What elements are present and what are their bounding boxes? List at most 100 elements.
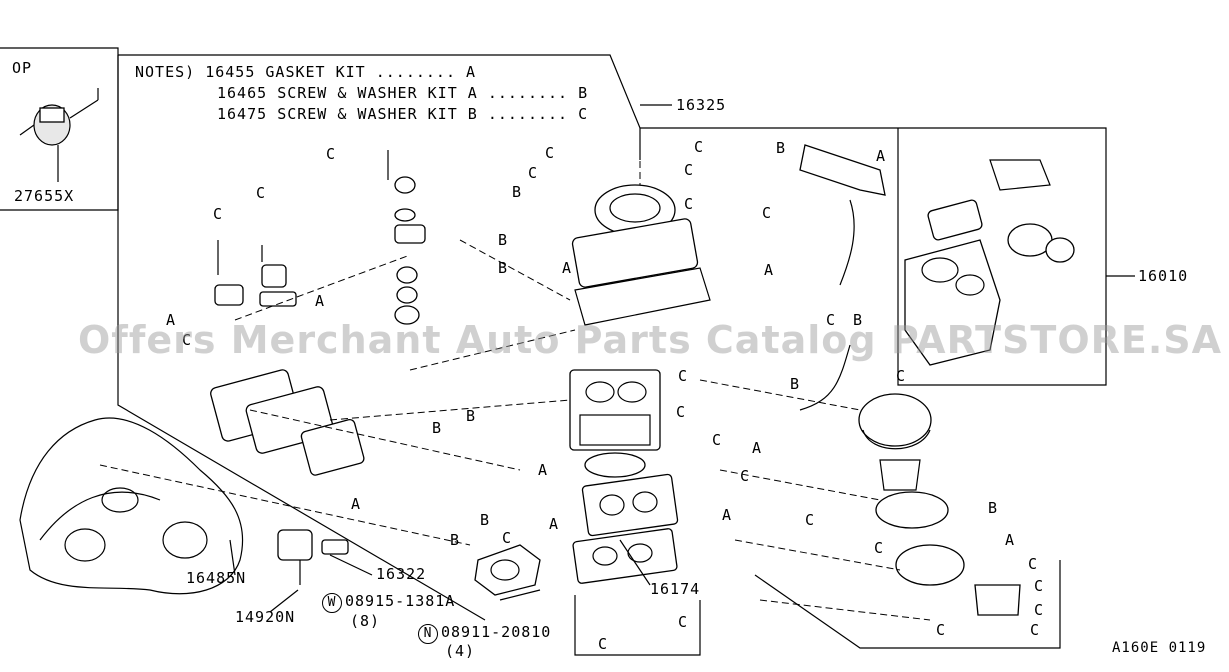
callout-c: C: [528, 164, 539, 182]
callout-a: A: [876, 147, 887, 165]
callout-b: B: [450, 531, 461, 549]
callout-b: B: [498, 259, 509, 277]
callout-a: A: [562, 259, 573, 277]
main-frame-top: [118, 54, 1107, 386]
throttle-switch: [214, 240, 297, 307]
leader-lines: [229, 104, 1135, 613]
diaphragm-assembly: [858, 393, 1021, 616]
callout-b: B: [432, 419, 443, 437]
callout-b: B: [512, 183, 523, 201]
callout-c: C: [1030, 621, 1041, 639]
callout-a: A: [722, 506, 733, 524]
part-16325-label: 16325: [676, 96, 727, 114]
choke-parts: [387, 150, 426, 325]
option-title: OP: [12, 59, 33, 77]
washer-qty: (8): [350, 612, 381, 630]
notes-ref: C: [578, 105, 589, 123]
part-16174-label: 16174: [650, 580, 701, 598]
callout-a: A: [351, 495, 362, 513]
callout-c: C: [712, 431, 723, 449]
callout-b: B: [776, 139, 787, 157]
notes-heading: NOTES): [135, 63, 196, 81]
main-frame-left: [117, 55, 486, 621]
callout-c: C: [874, 539, 885, 557]
callout-c: C: [762, 204, 773, 222]
notes-name: GASKET KIT: [265, 63, 366, 81]
link-rod-lower: [799, 344, 851, 411]
notes-name: SCREW & WASHER KIT B: [277, 105, 478, 123]
part-14920n-label: 14920N: [235, 608, 296, 626]
notes-leader: ........: [487, 105, 569, 123]
callout-a: A: [166, 311, 177, 329]
callout-c: C: [182, 331, 193, 349]
exploded-view-guides: [99, 150, 931, 621]
callout-a: A: [549, 515, 560, 533]
callout-c: C: [1034, 601, 1045, 619]
part-16485n-label: 16485N: [186, 569, 247, 587]
callout-c: C: [678, 613, 689, 631]
callout-a: A: [764, 261, 775, 279]
diagram-code: A160E 0119: [1112, 640, 1207, 656]
nut-part-number: 08911-20810: [441, 623, 552, 641]
notes-ref: A: [466, 63, 477, 81]
callout-a: A: [315, 292, 326, 310]
callout-c: C: [545, 144, 556, 162]
choke-lever: [799, 144, 886, 196]
callout-c: C: [936, 621, 947, 639]
callout-c: C: [740, 467, 751, 485]
fuel-cut-valve: [277, 529, 541, 596]
notes-row-b: 16465 SCREW & WASHER KIT A ........ B: [135, 83, 588, 104]
complete-carburetor-16010: [904, 159, 1075, 366]
callout-a: A: [538, 461, 549, 479]
notes-leader: ........: [487, 84, 569, 102]
notes-part: 16455: [205, 63, 256, 81]
callout-a: A: [1005, 531, 1016, 549]
callout-c: C: [502, 529, 513, 547]
notes-row-c: 16475 SCREW & WASHER KIT B ........ C: [135, 104, 588, 125]
callout-c: C: [1028, 555, 1039, 573]
callout-c: C: [213, 205, 224, 223]
part-16010-label: 16010: [1138, 267, 1189, 285]
frame-bottom-mid: [574, 595, 701, 656]
callout-c: C: [896, 367, 907, 385]
callout-c: C: [326, 145, 337, 163]
callout-b: B: [853, 311, 864, 329]
callout-c: C: [256, 184, 267, 202]
callout-c: C: [684, 161, 695, 179]
callout-a: A: [752, 439, 763, 457]
callout-b: B: [498, 231, 509, 249]
callout-c: C: [826, 311, 837, 329]
link-rod-upper: [839, 199, 855, 286]
part-16322-label: 16322: [376, 565, 427, 583]
notes-part: 16475: [217, 105, 268, 123]
notes-row-a: NOTES) 16455 GASKET KIT ........ A: [135, 62, 588, 83]
callout-b: B: [466, 407, 477, 425]
part-27655x-label: 27655X: [14, 187, 75, 205]
nut-symbol: N: [418, 624, 438, 644]
carburetor-top: [571, 184, 711, 326]
callout-c: C: [1034, 577, 1045, 595]
callout-c: C: [684, 195, 695, 213]
notes-ref: B: [578, 84, 589, 102]
callout-c: C: [678, 367, 689, 385]
callout-b: B: [790, 375, 801, 393]
nut-qty: (4): [445, 642, 476, 660]
intake-manifold: [19, 417, 244, 595]
callout-c: C: [598, 635, 609, 653]
frame-bottom-right: [754, 560, 1061, 649]
notes-block: NOTES) 16455 GASKET KIT ........ A 16465…: [135, 62, 588, 125]
washer-symbol: W: [322, 593, 342, 613]
watermark-text: Offers Merchant Auto Parts Catalog PARTS…: [78, 318, 1223, 362]
notes-name: SCREW & WASHER KIT A: [277, 84, 478, 102]
actuator-27655x: [19, 88, 99, 182]
washer-part-number: 08915-1381A: [345, 592, 456, 610]
callout-c: C: [805, 511, 816, 529]
carburetor-body: [569, 369, 679, 584]
notes-leader: ........: [375, 63, 456, 81]
callout-b: B: [988, 499, 999, 517]
callout-c: C: [676, 403, 687, 421]
